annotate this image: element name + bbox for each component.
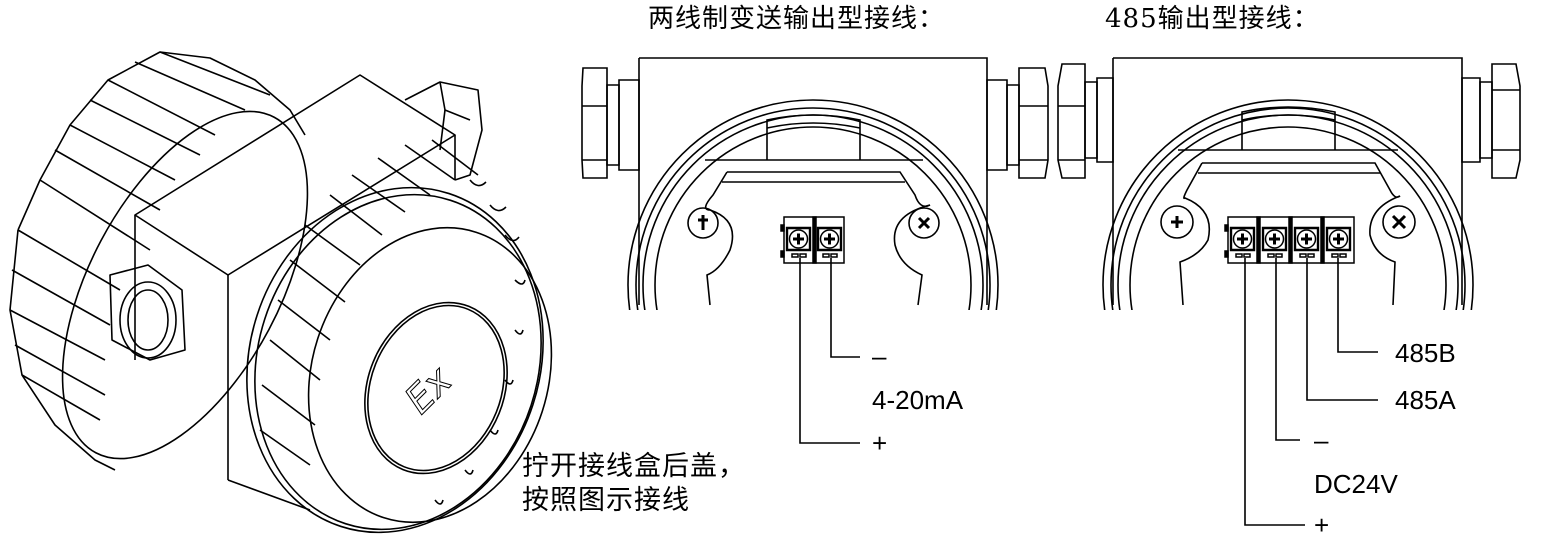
terminal-block-4 — [1224, 215, 1358, 265]
rs485-a-label: 485A — [1395, 385, 1456, 415]
instruction-text: 拧开接线盒后盖， 按照图示接线 — [522, 450, 746, 518]
two-wire-junction-box — [570, 50, 1050, 310]
instruction-line-2: 按照图示接线 — [522, 485, 690, 516]
rs485-title: 485输出型接线： — [1105, 4, 1320, 34]
instruction-line-1: 拧开接线盒后盖， — [522, 451, 746, 482]
rs485-junction-box — [1050, 50, 1541, 310]
two-wire-plus-label: + — [872, 428, 888, 458]
two-wire-signal-label: 4-20mA — [872, 385, 964, 415]
device-illustration: Ex — [0, 40, 560, 540]
rs485-plus-label: + — [1314, 510, 1330, 540]
rs485-power-label: DC24V — [1314, 469, 1398, 499]
rs485-b-label: 485B — [1395, 338, 1456, 368]
two-wire-title: 两线制变送输出型接线： — [648, 4, 946, 34]
two-wire-minus-label: – — [872, 341, 887, 371]
terminal-block-2 — [780, 215, 850, 265]
rs485-minus-label: – — [1314, 425, 1329, 455]
